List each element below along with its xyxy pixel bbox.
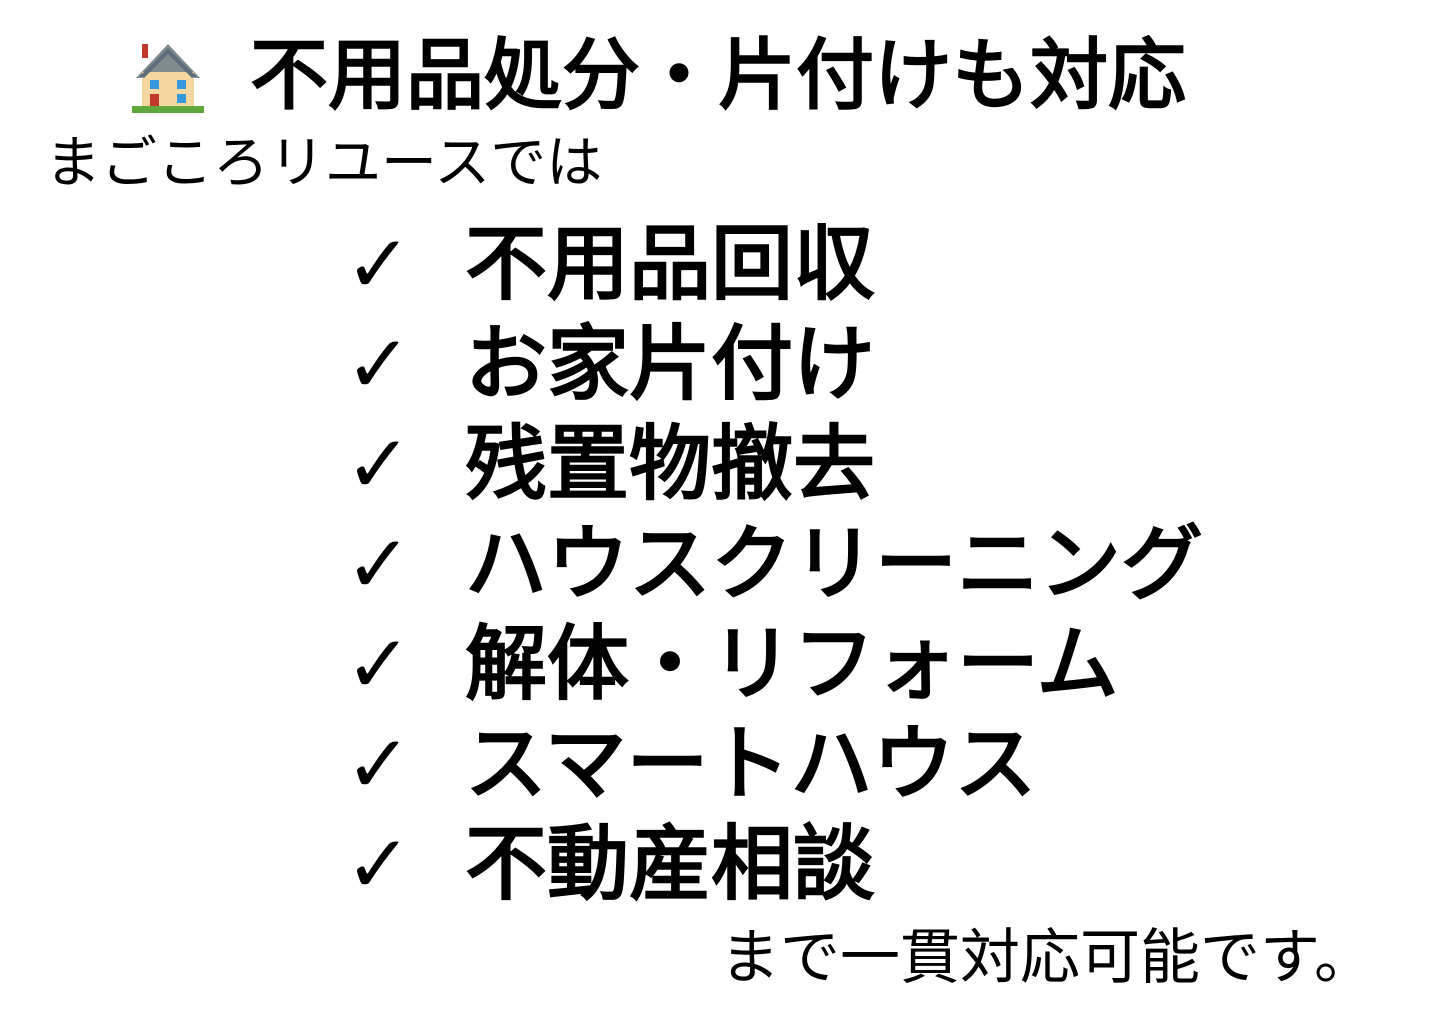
service-label: 残置物撤去: [465, 417, 876, 512]
check-icon: ✓: [345, 418, 413, 511]
list-item: ✓ 不用品回収: [345, 215, 1203, 315]
intro-text: まごころリユースでは: [45, 131, 603, 196]
check-icon: ✓: [345, 618, 413, 711]
check-icon: ✓: [345, 818, 413, 911]
closing-text: まで一貫対応可能です。: [720, 923, 1374, 993]
check-icon: ✓: [345, 718, 413, 811]
house-icon: [132, 44, 204, 113]
list-item: ✓ 不動産相談: [345, 815, 1203, 915]
service-label: 不動産相談: [465, 817, 876, 912]
check-icon: ✓: [345, 218, 413, 311]
service-label: 解体・リフォーム: [465, 617, 1119, 712]
check-icon: ✓: [345, 318, 413, 411]
service-label: お家片付け: [465, 317, 876, 412]
service-label: スマートハウス: [465, 717, 1037, 812]
list-item: ✓ 残置物撤去: [345, 415, 1203, 515]
list-item: ✓ ハウスクリーニング: [345, 515, 1203, 615]
list-item: ✓ お家片付け: [345, 315, 1203, 415]
service-label: ハウスクリーニング: [465, 517, 1204, 612]
list-item: ✓ 解体・リフォーム: [345, 615, 1203, 715]
service-label: 不用品回収: [465, 217, 876, 312]
check-icon: ✓: [345, 518, 413, 611]
service-list: ✓ 不用品回収 ✓ お家片付け ✓ 残置物撤去 ✓ ハウスクリーニング ✓ 解体・リフォー…: [345, 215, 1203, 915]
page-title: 不用品処分・片付けも対応: [250, 31, 1187, 121]
list-item: ✓ スマートハウス: [345, 715, 1203, 815]
